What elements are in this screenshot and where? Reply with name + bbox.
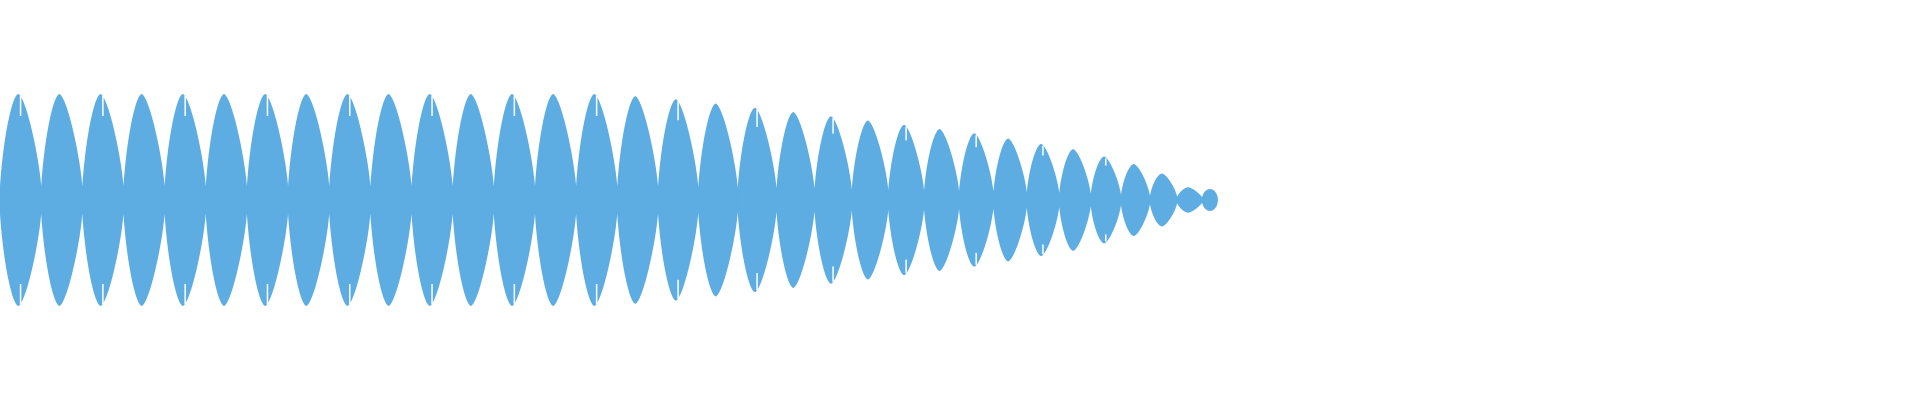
waveform-band (697, 187, 739, 213)
waveform-band (1089, 194, 1122, 206)
waveform-band (850, 189, 890, 211)
waveform-band (40, 186, 84, 214)
waveform-band (1025, 192, 1061, 208)
waveform-band (451, 186, 495, 214)
waveform-band (410, 186, 454, 214)
waveform-band (736, 187, 778, 213)
waveform-band (656, 186, 700, 214)
waveform-band (369, 186, 413, 214)
waveform-band (287, 186, 331, 214)
waveform-band (204, 186, 248, 214)
waveform-band (887, 190, 925, 210)
waveform-end-dot (1201, 189, 1218, 211)
waveform-band (0, 186, 43, 214)
waveform-spikes (19, 96, 1107, 304)
waveform-band (245, 186, 290, 214)
waveform-band (533, 186, 578, 214)
waveform-band (1058, 193, 1092, 207)
waveform-band (922, 190, 961, 210)
waveform-band (775, 188, 816, 212)
waveform-band (616, 186, 659, 214)
waveform-band (492, 186, 536, 214)
waveform-band (1148, 196, 1179, 204)
waveform-band (328, 186, 372, 214)
waveform-band (1119, 195, 1151, 205)
waveform-band (1176, 197, 1203, 203)
waveform-band (992, 191, 1028, 209)
waveform-band (958, 191, 995, 209)
waveform-band (575, 186, 619, 214)
waveform-band (813, 188, 853, 212)
waveform-band (81, 186, 125, 214)
waveform-band (163, 186, 207, 214)
waveform-lobes (0, 94, 1218, 306)
waveform-band (122, 186, 166, 214)
